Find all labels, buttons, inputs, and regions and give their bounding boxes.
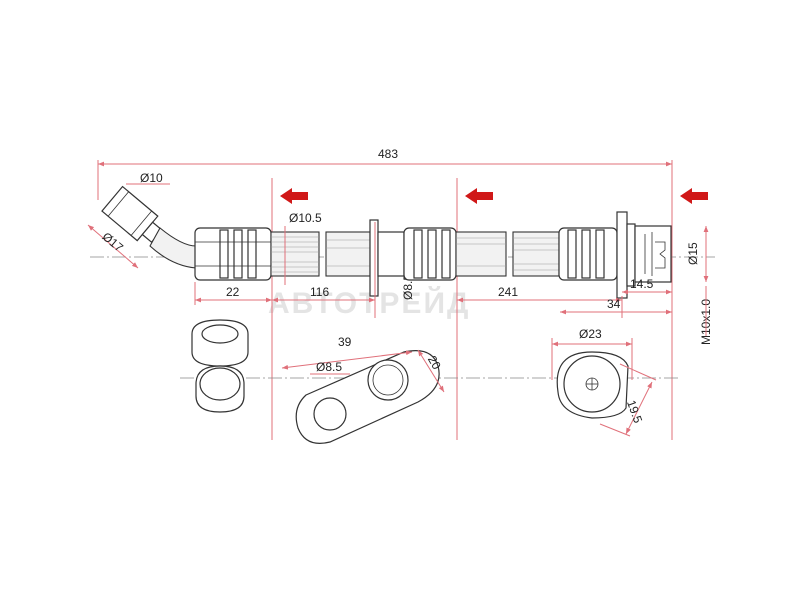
bracket-length-label: 39 — [338, 335, 352, 349]
seg-mid-left-label: 116 — [310, 285, 329, 299]
left-angled-fitting: Ø10 Ø17 — [87, 171, 197, 269]
seg-end-label: 14.5 — [630, 277, 654, 291]
arrow-left-icon — [680, 188, 708, 204]
flange-dia-label: Ø23 — [579, 327, 602, 341]
watermark-text: АВТОТРЕЙД — [268, 286, 470, 320]
lower-dimension-chain: 22 116 241 14.5 34 — [194, 277, 672, 318]
middle-crimp-collar — [403, 227, 457, 281]
right-end-fitting — [616, 211, 672, 299]
right-crimp-collar — [558, 227, 618, 281]
seg-right-label: 34 — [607, 297, 621, 311]
hose-dia-label: Ø10.5 — [289, 211, 322, 225]
hose-segment-left — [270, 231, 320, 277]
total-length-label: 483 — [378, 147, 398, 161]
arrow-left-icon — [465, 188, 493, 204]
bracket-width-label: 20 — [425, 353, 444, 372]
seg-mid-right-label: 241 — [498, 285, 518, 299]
seg-left-label: 22 — [226, 285, 240, 299]
bracket-plate: 39 Ø8.5 20 — [281, 335, 445, 444]
hose-segment-end — [512, 231, 560, 277]
section-lines — [271, 178, 458, 440]
bracket-small-hole-label: Ø8.5 — [316, 360, 342, 374]
overall-length-dimension: 483 — [97, 147, 673, 440]
fitting-dia-large-label: Ø17 — [100, 229, 127, 255]
hose-segment-mid — [325, 231, 371, 277]
arrow-left-icon — [280, 188, 308, 204]
collar-side-view — [191, 319, 249, 413]
fitting-dia-small-label: Ø10 — [140, 171, 163, 185]
hose-segment-right — [455, 231, 507, 277]
end-fitting-dia-label: Ø15 — [686, 242, 700, 265]
left-crimp-collar — [194, 227, 272, 281]
flange-view: Ø23 19.5 — [551, 327, 657, 437]
